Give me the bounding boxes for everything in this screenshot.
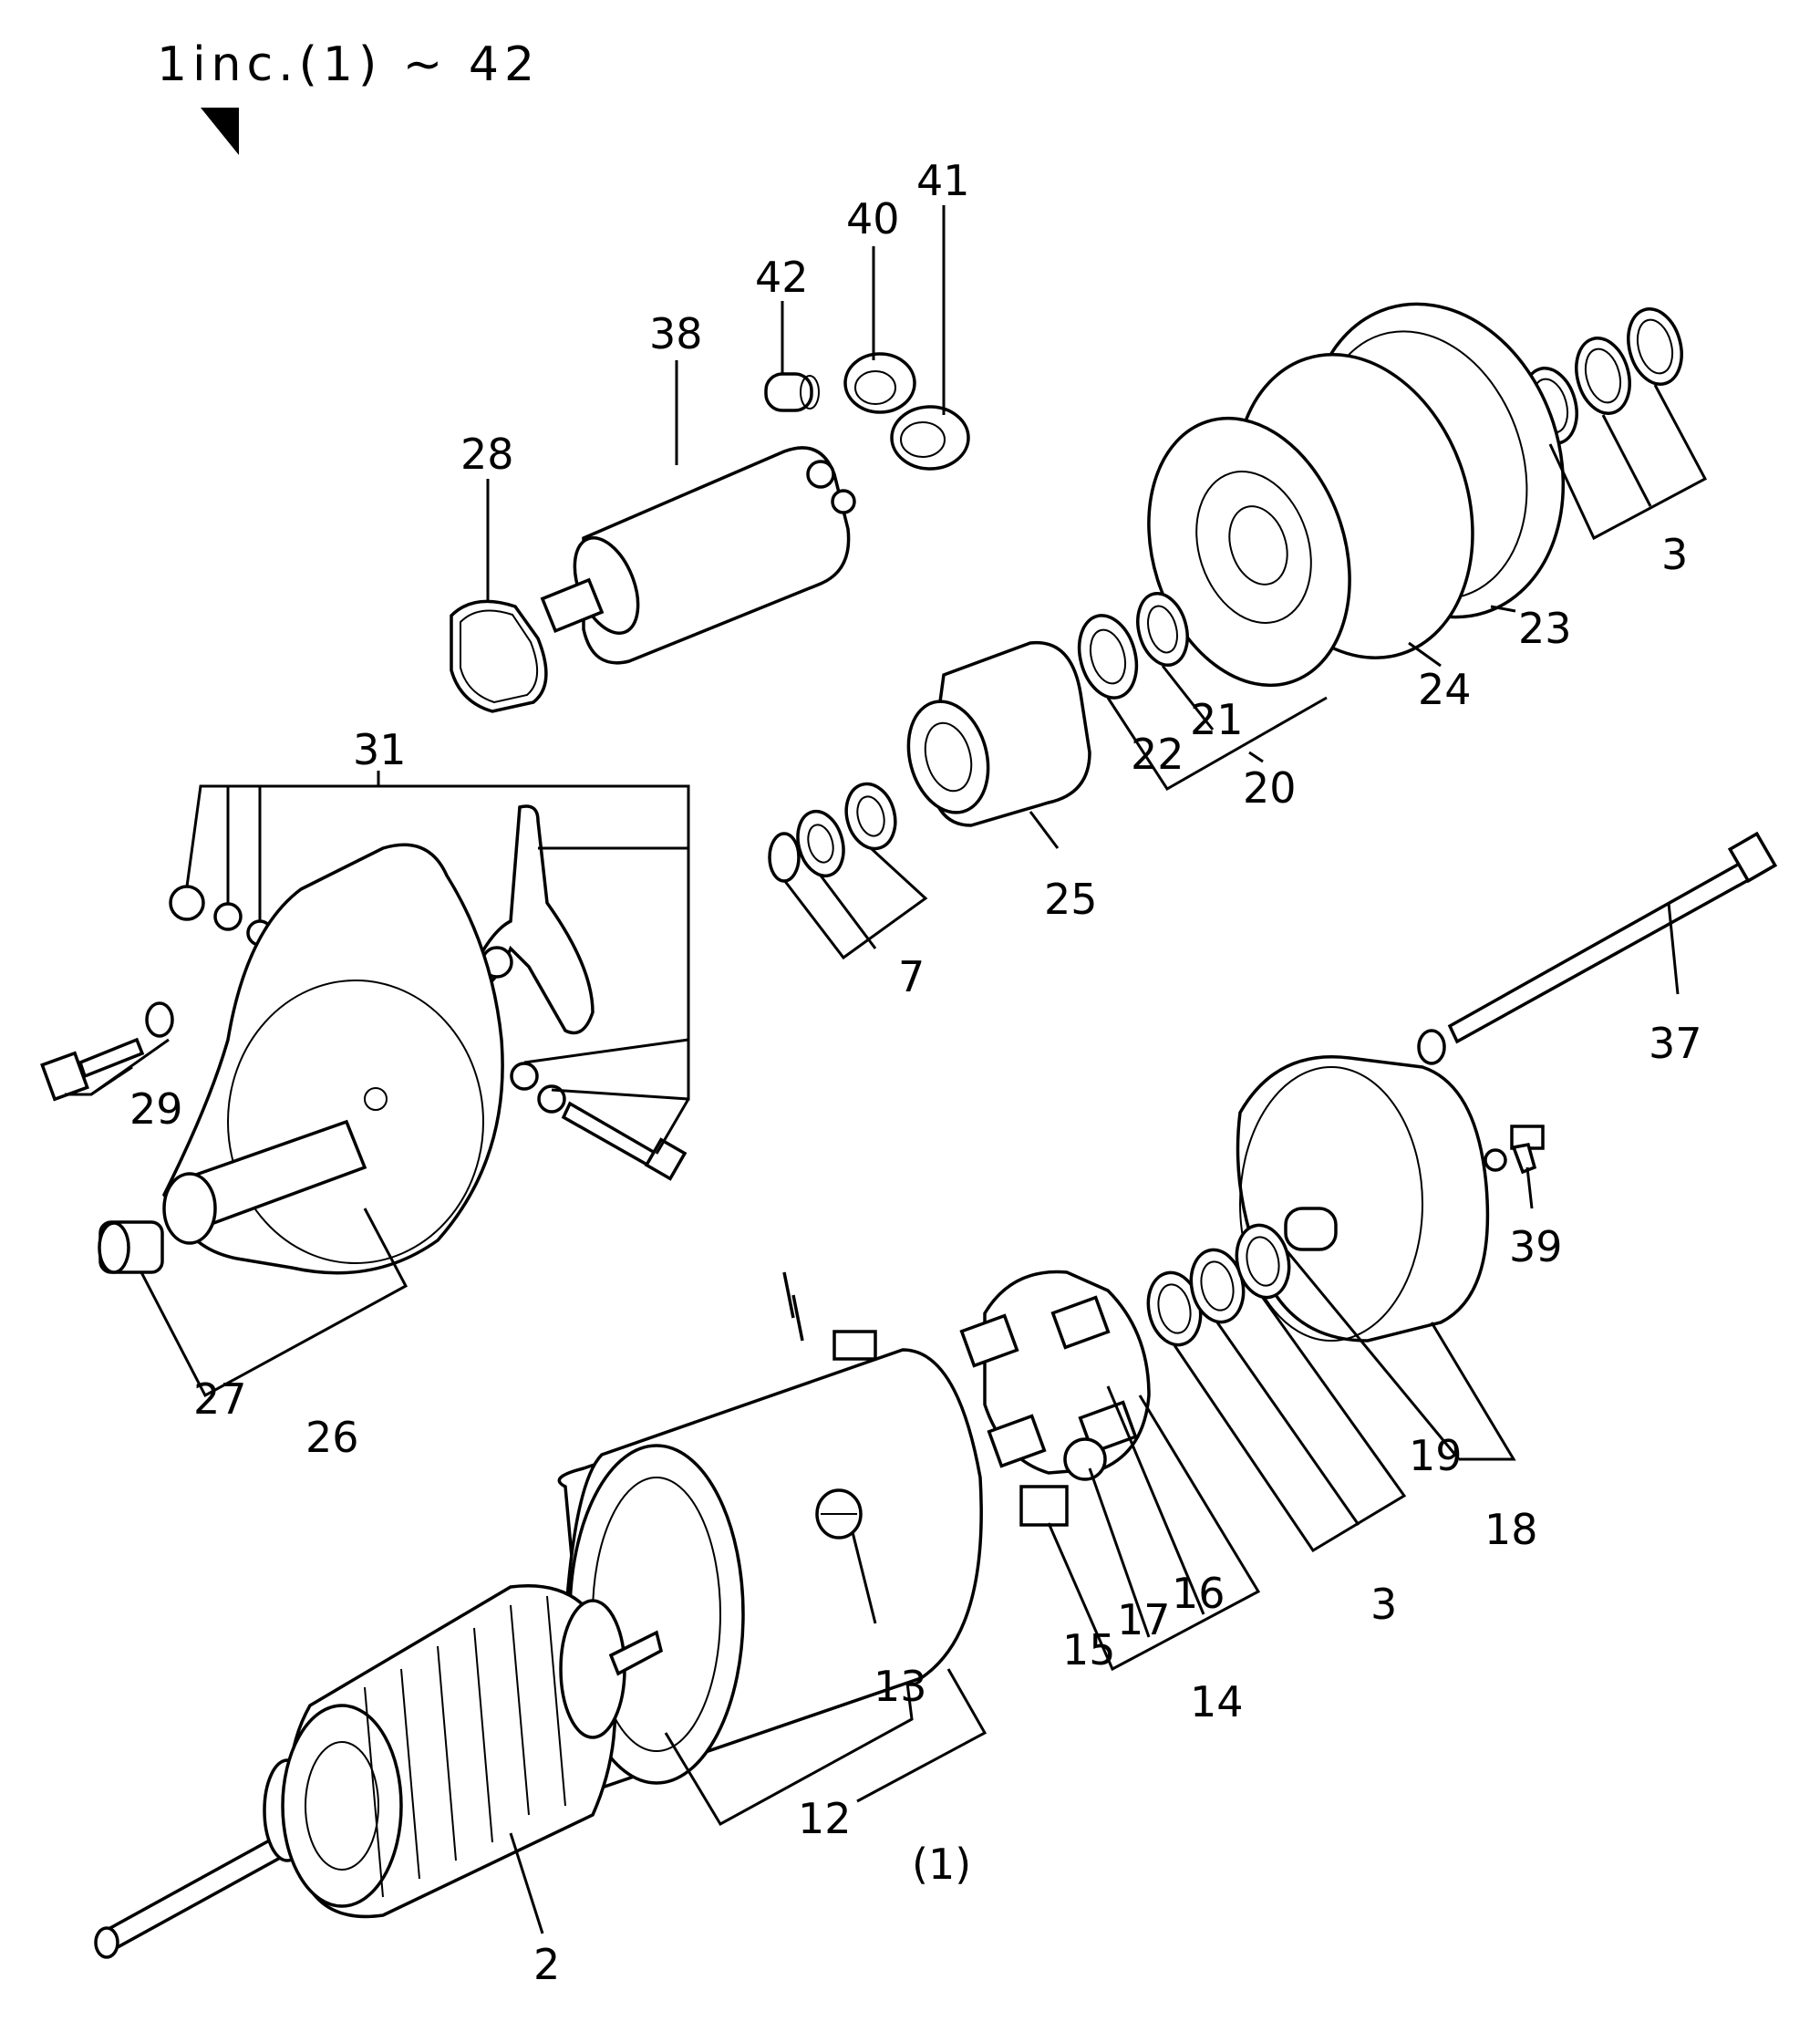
yoke-assembly-1 [557,1271,983,1790]
callout-38: 38 [649,309,703,358]
boot-41 [890,405,970,471]
callout-25: 25 [1044,875,1098,924]
callout-17: 17 [1117,1595,1171,1644]
drive-housing-26 [161,843,504,1275]
bushing-27 [98,1220,164,1274]
arrow-icon [201,108,239,155]
callout-28: 28 [460,430,514,479]
callout-19: 19 [1409,1431,1463,1480]
bolt-29 [40,1001,174,1102]
brush-holder-14 [959,1270,1151,1527]
callout-1: (1) [912,1840,971,1889]
callout-22: 22 [1131,730,1184,779]
callout-3-top: 3 [1661,530,1688,579]
callout-14: 14 [1190,1677,1244,1726]
callout-21: 21 [1190,695,1244,744]
gasket-28 [450,599,548,713]
armature-2 [94,1584,664,1959]
callout-29: 29 [129,1084,183,1134]
callout-31: 31 [353,725,407,774]
callout-12: 12 [798,1794,852,1843]
screw-39 [1484,1125,1545,1175]
callout-39: 39 [1509,1222,1563,1271]
leader-lines [65,205,1708,1934]
callout-3-mid: 3 [1370,1580,1397,1629]
callout-23: 23 [1518,604,1572,653]
solenoid-38 [540,446,856,665]
washers-3-mid [1146,1223,1291,1347]
callout-7: 7 [898,952,925,1001]
callout-20: 20 [1243,763,1297,813]
rear-cover-18 [1236,1055,1490,1343]
callout-27: 27 [193,1374,247,1424]
callout-13: 13 [874,1662,927,1711]
callout-18: 18 [1484,1505,1538,1554]
callout-41: 41 [916,156,970,205]
ring-21 [1136,592,1189,667]
callout-37: 37 [1649,1019,1702,1068]
callout-2: 2 [533,1940,560,1989]
stopper-7 [768,782,897,883]
lever-set-31 [169,804,688,1181]
plate-20 [1147,416,1351,688]
header-range-label: 1inc.(1) ~ 42 [157,37,540,92]
callout-42: 42 [755,253,809,302]
callout-26: 26 [305,1413,359,1462]
callout-labels: 40 41 42 38 28 3 23 24 21 22 20 31 25 7 … [129,156,1702,1989]
ring-22 [1077,614,1139,700]
cap-42 [764,372,820,412]
pinion-clutch-25 [906,640,1091,827]
callout-15: 15 [1062,1625,1116,1674]
callout-40: 40 [846,194,900,244]
callout-16: 16 [1172,1569,1225,1618]
through-bolt-37 [1417,831,1778,1065]
boot-40 [843,352,916,414]
callout-24: 24 [1418,665,1472,714]
